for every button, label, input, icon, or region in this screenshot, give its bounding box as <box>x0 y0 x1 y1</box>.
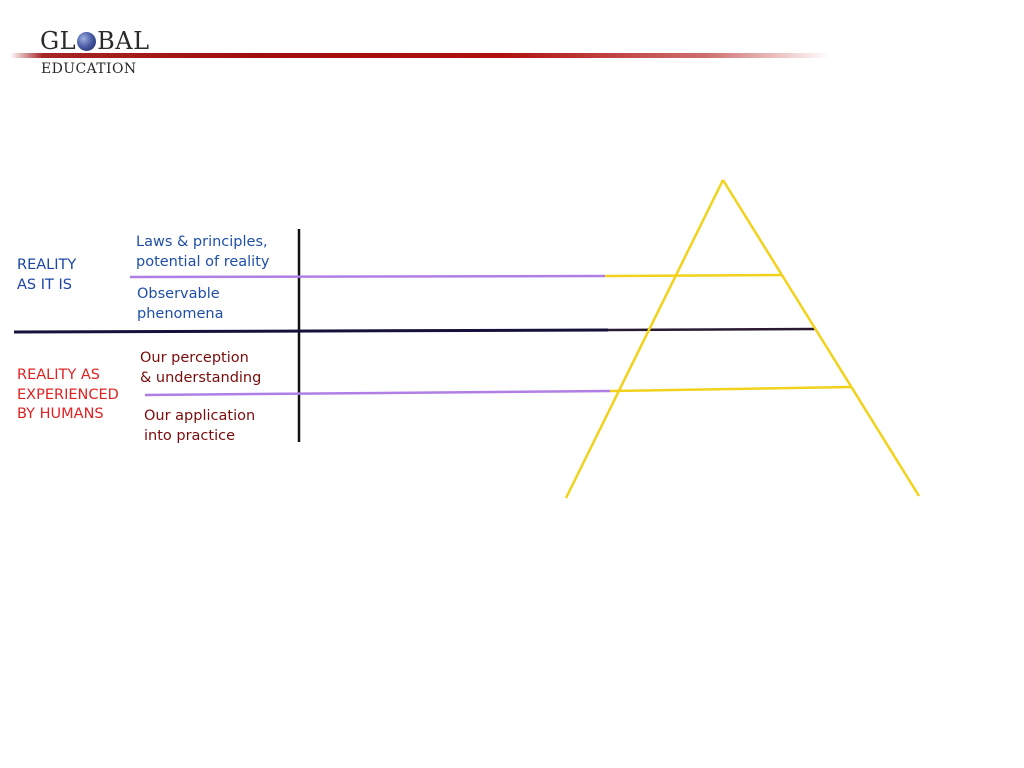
globe-icon <box>77 32 97 51</box>
pyramid-upper-crossbar <box>604 273 783 278</box>
logo-wordmark-education: EDUCATION <box>41 61 137 77</box>
pyramid-right-side <box>721 179 921 497</box>
upper-purple-line <box>129 274 606 279</box>
pyramid-lower-crossbar <box>609 385 852 393</box>
label-laws-principles: Laws & principles, potential of reality <box>136 234 270 270</box>
pyramid-left-side <box>564 179 725 499</box>
logo-text-bal: BAL <box>97 27 150 55</box>
lower-purple-line <box>144 389 611 397</box>
main-horizontal-line-extension <box>607 327 816 332</box>
label-reality-as-experienced: REALITY AS EXPERIENCED BY HUMANS <box>17 367 119 422</box>
global-education-logo: GL BAL EDUCATION <box>0 0 840 90</box>
label-application-practice: Our application into practice <box>144 408 256 444</box>
main-horizontal-line <box>13 328 609 334</box>
logo-red-rule <box>10 53 830 58</box>
logo-text-gl: GL <box>40 27 77 55</box>
label-reality-as-it-is: REALITY AS IT IS <box>17 257 77 293</box>
label-perception-understanding: Our perception & understanding <box>140 350 262 386</box>
logo-wordmark-global: GL BAL <box>40 27 150 55</box>
label-observable-phenomena: Observable phenomena <box>137 286 224 322</box>
